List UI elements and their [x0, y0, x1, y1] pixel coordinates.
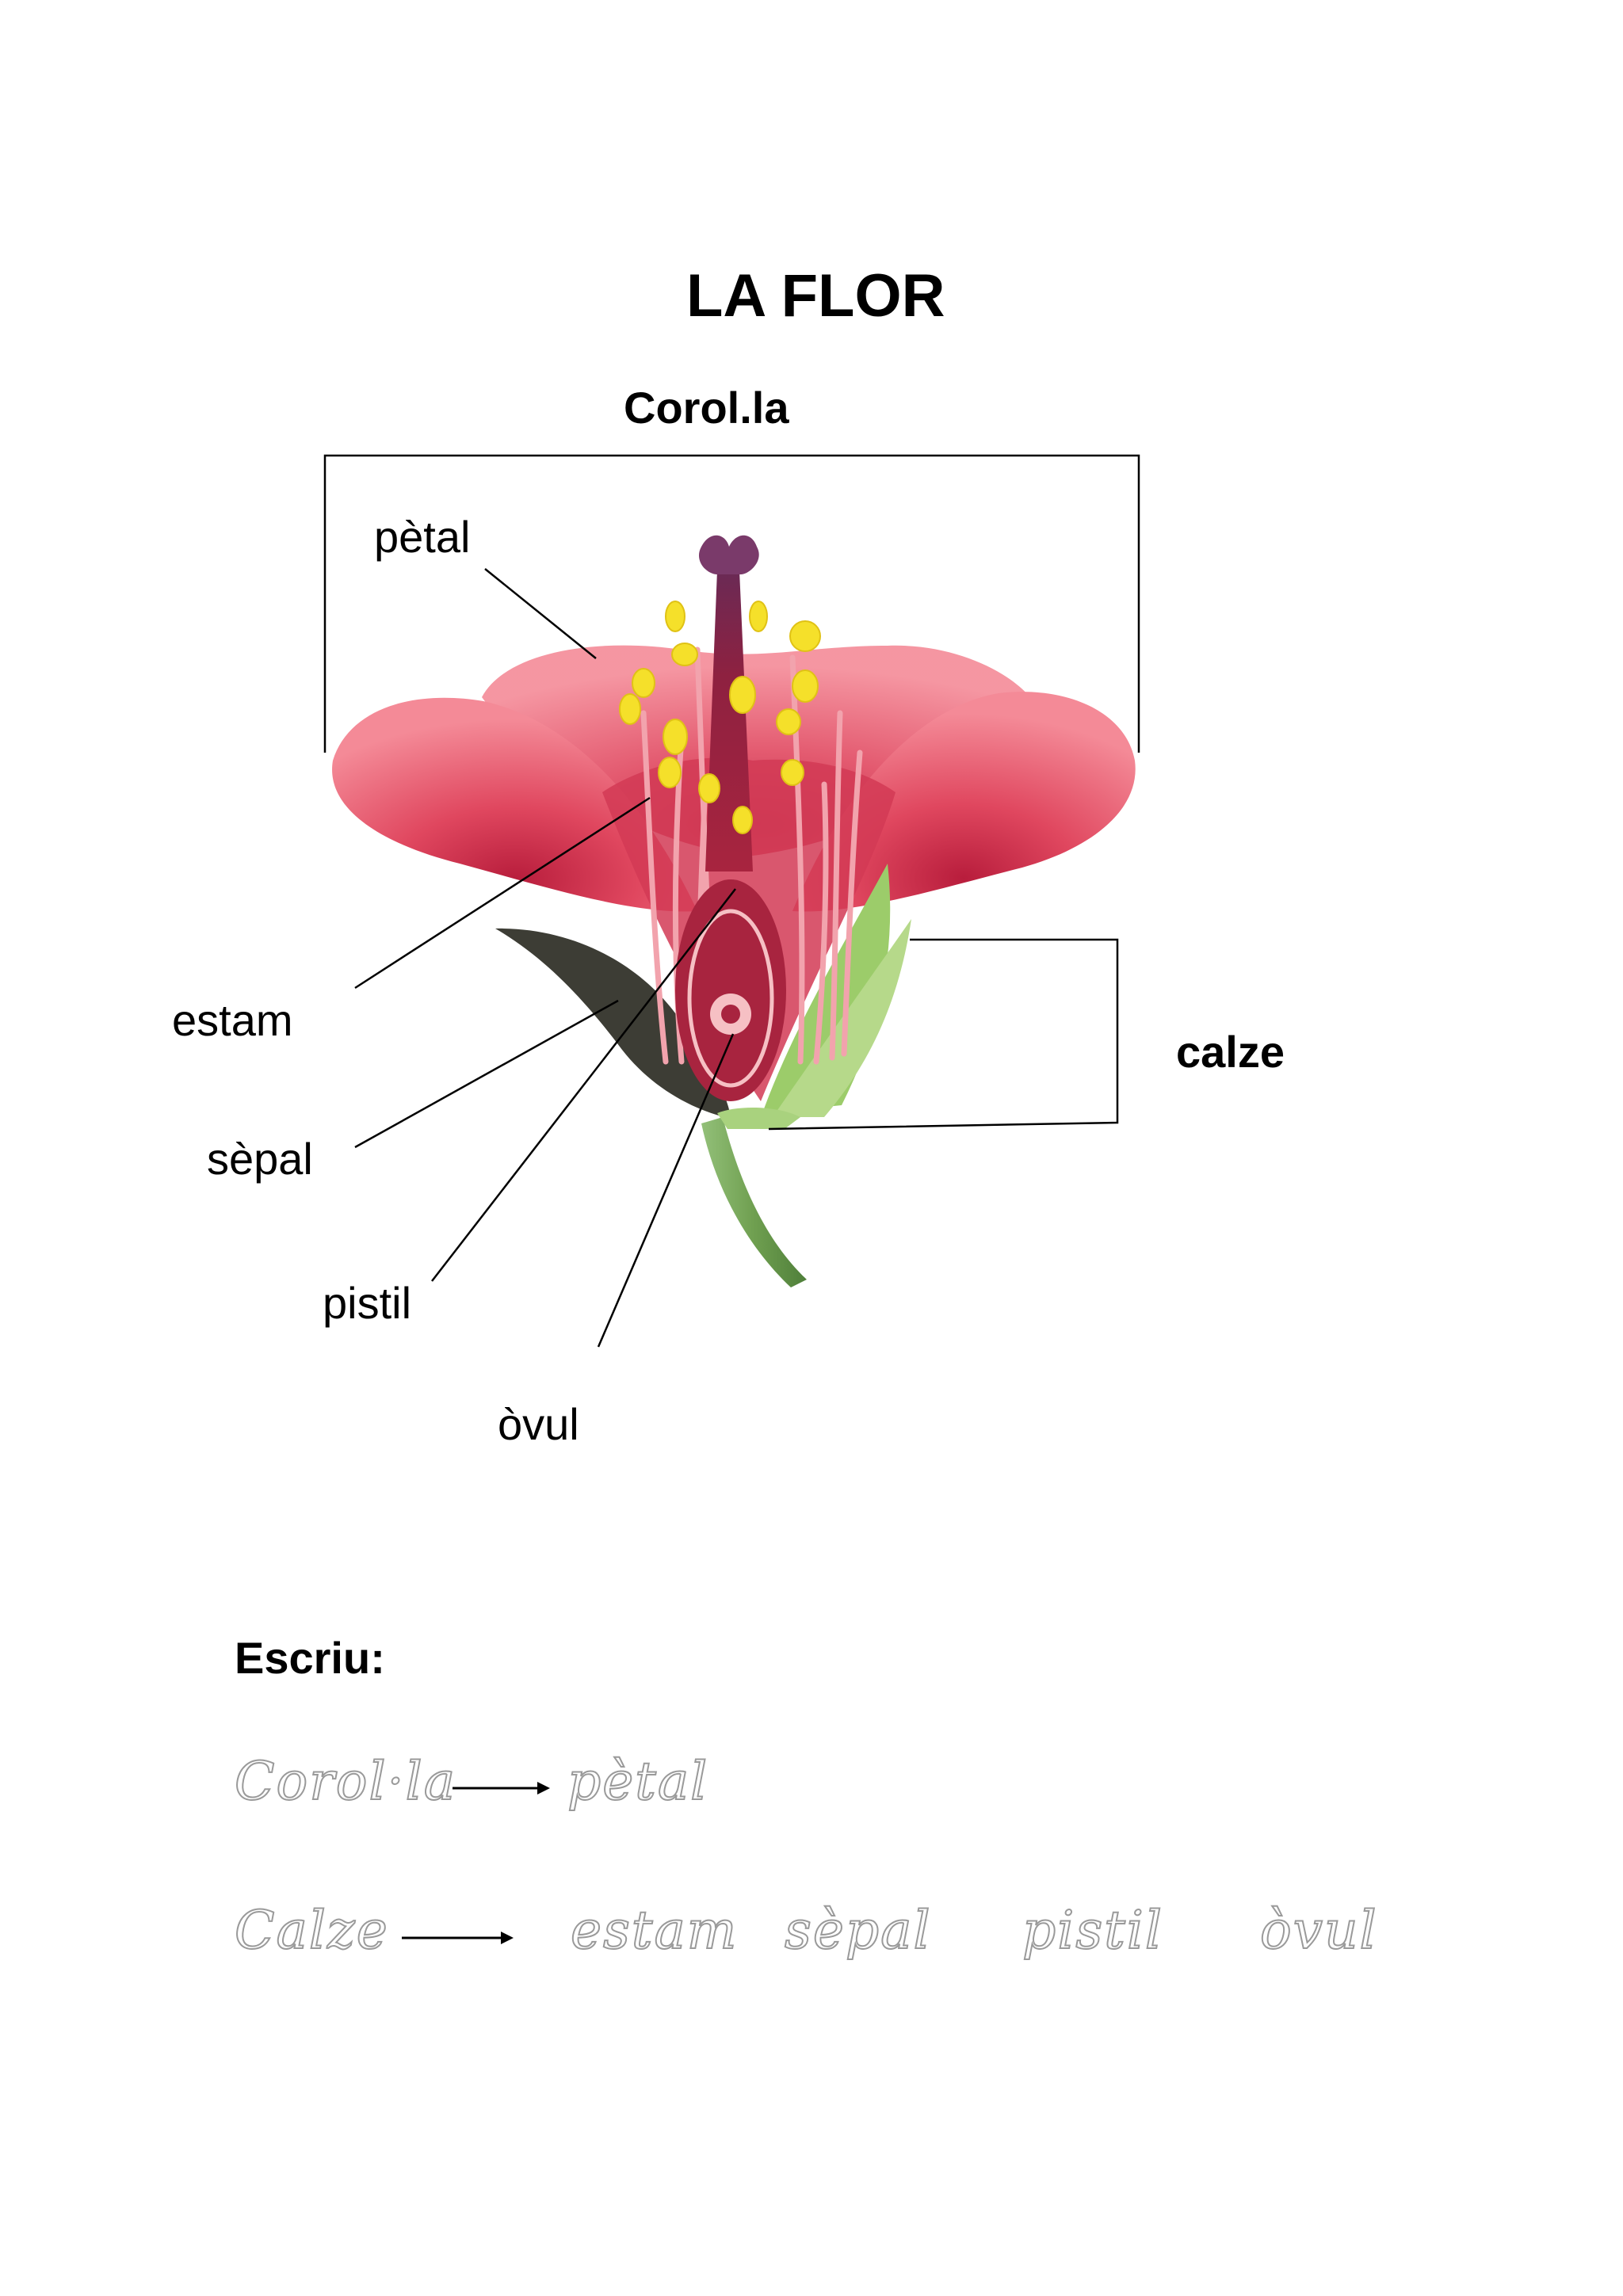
label-stamen: estam — [172, 995, 293, 1045]
sepal-right-2 — [773, 919, 911, 1117]
calyx-bracket — [768, 938, 1119, 1131]
label-ovule: òvul — [498, 1399, 579, 1449]
petal-left — [332, 697, 697, 912]
arrow-row1 — [453, 1782, 550, 1794]
label-pistil: pistil — [323, 1278, 412, 1328]
trace-word-petal: pètal — [567, 1750, 709, 1813]
page-title: LA FLOR — [686, 262, 945, 330]
ovary-wall — [687, 909, 774, 1088]
label-petal: pètal — [374, 512, 471, 562]
trace-word-ovule: òvul — [1259, 1899, 1378, 1962]
anthers — [619, 601, 821, 834]
arrow-row2 — [402, 1932, 514, 1944]
trace-word-pistil: pistil — [1022, 1899, 1163, 1962]
calyx-label: calze — [1176, 1027, 1285, 1077]
corolla-bracket — [323, 454, 1140, 753]
stigma — [698, 535, 759, 574]
leader-lines — [354, 568, 736, 1348]
trace-word-calyx: Calze — [234, 1899, 389, 1962]
stem — [701, 1117, 807, 1287]
ovule-core — [721, 1005, 740, 1024]
sepal-left — [495, 928, 731, 1119]
receptacle — [717, 1108, 800, 1129]
corolla-label: Corol.la — [624, 383, 789, 433]
trace-word-sepal: sèpal — [784, 1899, 932, 1962]
trace-word-stamen: estam — [570, 1899, 739, 1962]
petal-right — [792, 692, 1136, 912]
label-sepal: sèpal — [207, 1134, 313, 1184]
trace-word-corolla: Corol·la — [234, 1750, 457, 1813]
exercise-heading: Escriu: — [235, 1633, 385, 1683]
